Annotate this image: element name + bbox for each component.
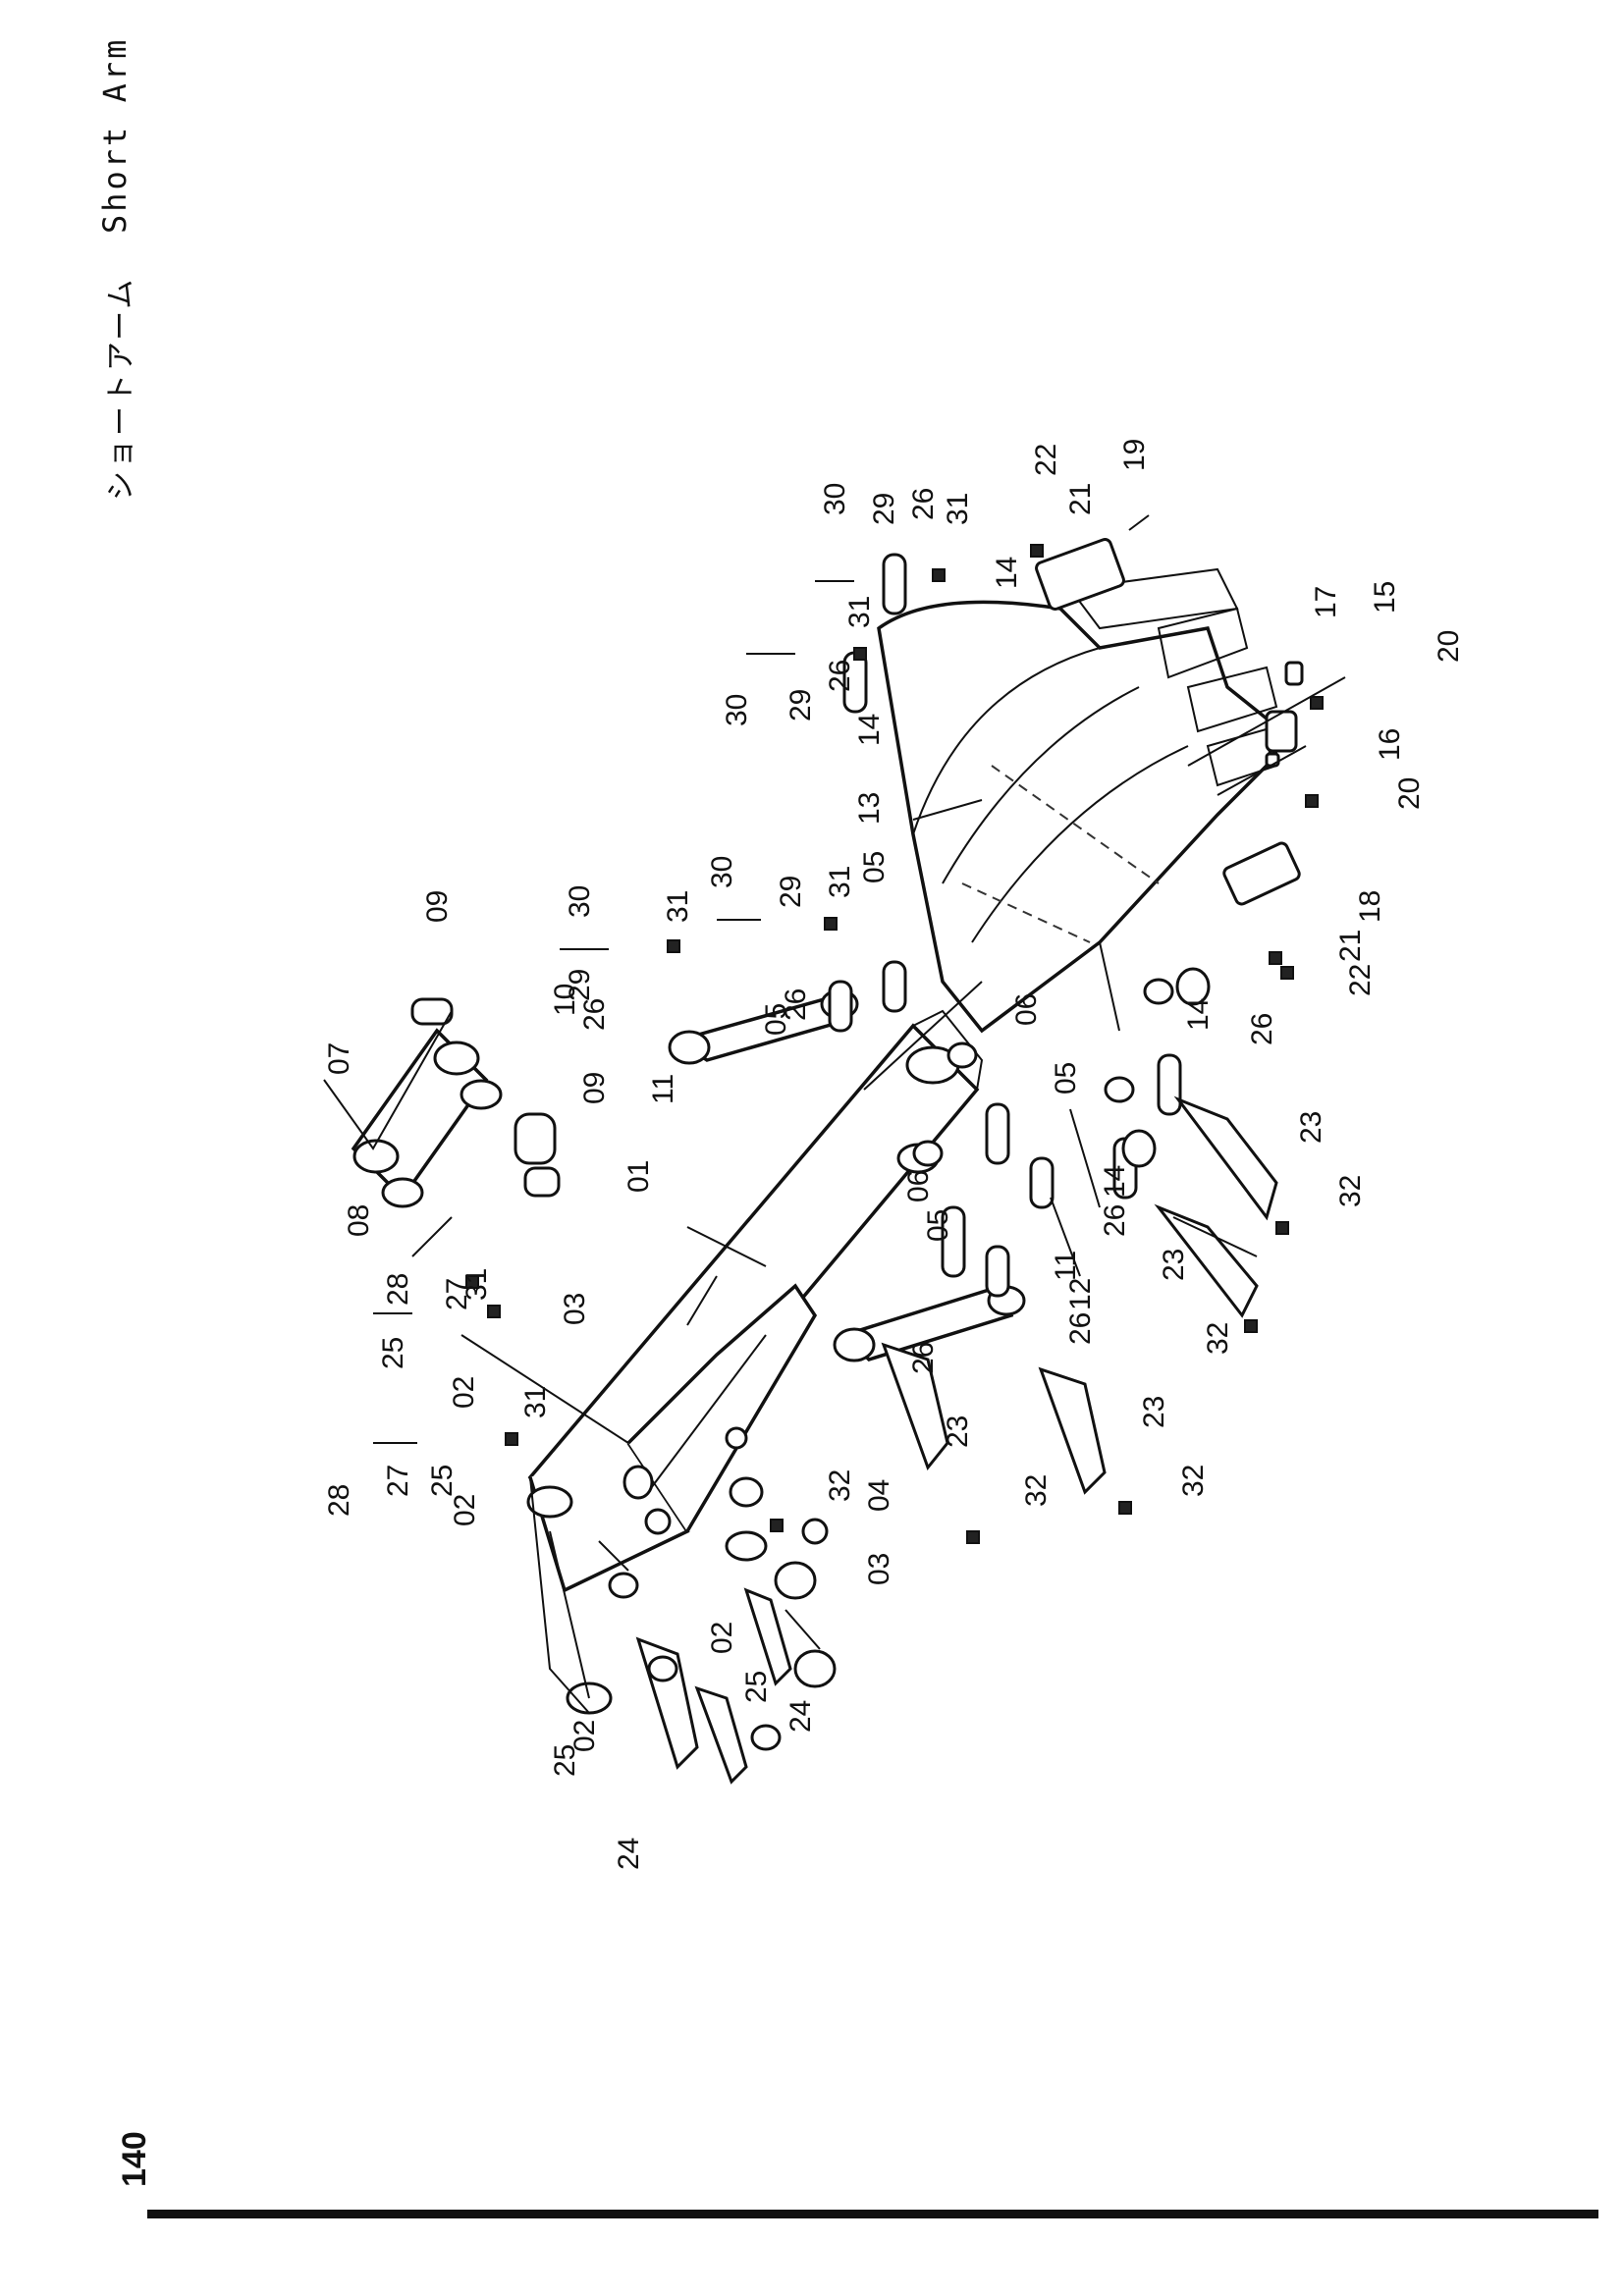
callout-30: 30 — [819, 483, 851, 515]
callout-29: 29 — [564, 969, 596, 1001]
callout-28: 28 — [323, 1484, 355, 1517]
callout-22: 22 — [1030, 444, 1062, 476]
bucket-13 — [877, 567, 1278, 1034]
callout-26: 26 — [907, 488, 940, 520]
callout-14: 14 — [1182, 998, 1215, 1031]
loose-parts — [373, 538, 1324, 1785]
callout-14: 14 — [853, 714, 886, 746]
callout-20: 20 — [1433, 630, 1465, 663]
callout-23: 23 — [1158, 1249, 1190, 1281]
link-07 — [351, 997, 561, 1208]
callout-01: 01 — [622, 1160, 655, 1193]
callout-11: 11 — [1050, 1251, 1082, 1281]
callout-labels: 01 02 02 02 02 03 03 04 05 05 05 05 06 0… — [323, 439, 1465, 1870]
callout-24: 24 — [613, 1838, 645, 1870]
callout-26: 26 — [578, 998, 611, 1031]
callout-25: 25 — [377, 1337, 409, 1369]
callout-02: 02 — [448, 1376, 480, 1409]
callout-05: 05 — [922, 1209, 954, 1242]
callout-26: 26 — [1064, 1312, 1097, 1345]
callout-29: 29 — [775, 876, 807, 908]
callout-11: 11 — [647, 1074, 679, 1104]
callout-19: 19 — [1118, 439, 1151, 471]
callout-31: 31 — [460, 1268, 493, 1301]
callout-08: 08 — [343, 1204, 375, 1237]
callout-05: 05 — [1050, 1062, 1082, 1095]
callout-23: 23 — [1138, 1396, 1170, 1428]
callout-02: 02 — [449, 1494, 481, 1526]
callout-23: 23 — [1295, 1111, 1327, 1144]
callout-03: 03 — [559, 1293, 591, 1325]
callout-16: 16 — [1374, 728, 1406, 761]
callout-31: 31 — [942, 493, 974, 525]
callout-26: 26 — [1246, 1013, 1278, 1045]
callout-14: 14 — [991, 557, 1023, 589]
callout-25: 25 — [740, 1671, 773, 1703]
callout-12: 12 — [1064, 1278, 1097, 1310]
callout-14: 14 — [1099, 1165, 1131, 1198]
footer-rule — [147, 2210, 1598, 2218]
callout-32: 32 — [1202, 1322, 1234, 1355]
callout-26: 26 — [824, 660, 856, 692]
callout-31: 31 — [843, 596, 876, 628]
callout-03: 03 — [863, 1553, 895, 1585]
callout-29: 29 — [868, 493, 900, 525]
callout-13: 13 — [853, 792, 886, 825]
callout-26: 26 — [1099, 1204, 1131, 1237]
callout-06: 06 — [1010, 993, 1043, 1026]
callout-25: 25 — [426, 1465, 459, 1497]
callout-02: 02 — [568, 1720, 601, 1752]
callout-32: 32 — [1177, 1465, 1210, 1497]
callout-18: 18 — [1354, 890, 1386, 923]
callout-04: 04 — [863, 1479, 895, 1512]
callout-27: 27 — [382, 1465, 414, 1497]
callout-32: 32 — [824, 1469, 856, 1502]
leader-lines — [323, 514, 1346, 1650]
callout-29: 29 — [784, 689, 817, 721]
callout-15: 15 — [1369, 581, 1401, 614]
page-number: 140 — [116, 2131, 153, 2187]
callout-26: 26 — [780, 988, 812, 1021]
callout-26: 26 — [907, 1342, 940, 1374]
callout-05: 05 — [858, 851, 891, 883]
callout-30: 30 — [706, 856, 738, 888]
callout-06: 06 — [902, 1170, 935, 1202]
callout-30: 30 — [564, 885, 596, 918]
callout-17: 17 — [1310, 586, 1342, 618]
callout-21: 21 — [1334, 930, 1367, 962]
callout-31: 31 — [519, 1386, 552, 1418]
callout-32: 32 — [1334, 1175, 1367, 1207]
callout-31: 31 — [824, 866, 856, 898]
callout-20: 20 — [1393, 777, 1426, 810]
callout-30: 30 — [721, 694, 753, 726]
callout-28: 28 — [382, 1273, 414, 1306]
callout-02: 02 — [706, 1622, 738, 1654]
callout-32: 32 — [1020, 1474, 1053, 1507]
callout-25: 25 — [549, 1744, 581, 1777]
callout-09: 09 — [578, 1072, 611, 1104]
callout-22: 22 — [1344, 964, 1377, 996]
callout-05: 05 — [760, 1003, 792, 1036]
callout-10: 10 — [549, 984, 581, 1016]
callout-09: 09 — [421, 890, 454, 923]
callout-07: 07 — [323, 1042, 355, 1075]
callout-31: 31 — [662, 890, 694, 923]
callout-21: 21 — [1064, 483, 1097, 515]
callout-23: 23 — [942, 1415, 974, 1448]
callout-27: 27 — [441, 1278, 473, 1310]
callout-24: 24 — [784, 1700, 817, 1733]
